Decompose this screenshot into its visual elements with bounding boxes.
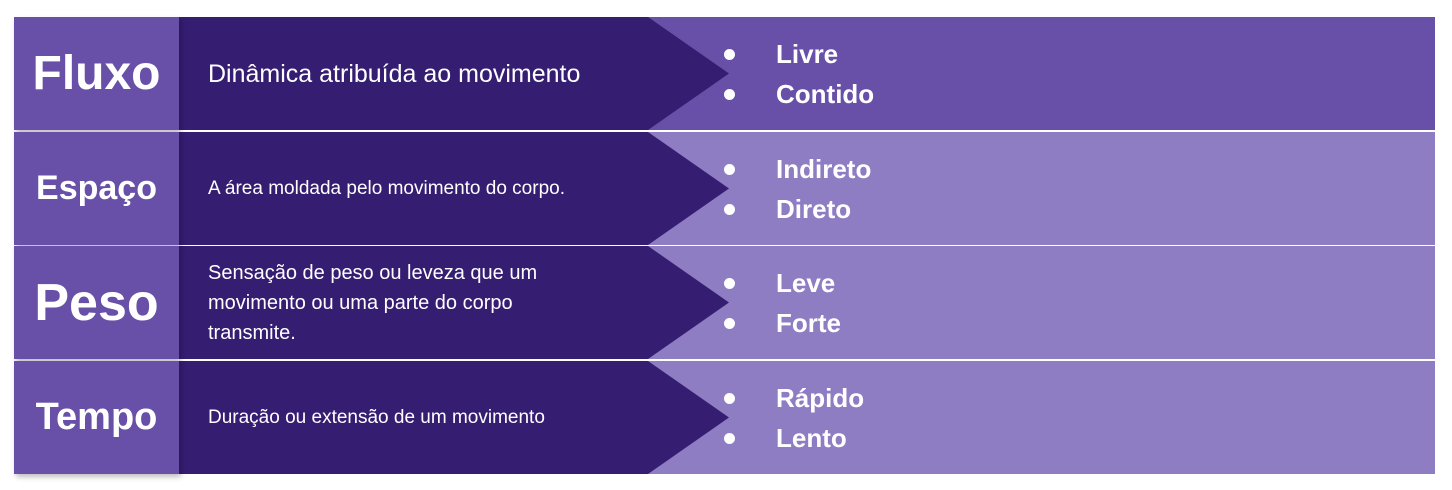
description-chevron <box>179 17 729 130</box>
bullet-icon <box>724 277 735 289</box>
values-panel <box>634 17 1435 130</box>
category-description: Sensação de peso ou leveza que um movime… <box>208 261 538 344</box>
value-list: Rápido Lento <box>719 361 864 474</box>
bullet-icon <box>724 432 735 444</box>
list-item: Leve <box>719 263 841 303</box>
value-list: Leve Forte <box>719 246 841 359</box>
bullet-icon <box>724 163 735 175</box>
row-tempo: Tempo Duração ou extensão de um moviment… <box>14 361 1435 474</box>
list-item: Lento <box>719 418 864 458</box>
category-label-box: Fluxo <box>14 17 179 130</box>
category-label-box: Peso <box>14 246 179 359</box>
category-label: Espaço <box>36 169 157 207</box>
list-item: Livre <box>719 34 874 74</box>
list-item-label: Contido <box>776 78 875 109</box>
category-description: Duração ou extensão de um movimento <box>208 406 545 428</box>
bullet-icon <box>724 48 735 60</box>
category-description: A área moldada pelo movimento do corpo. <box>208 177 565 199</box>
category-label: Peso <box>34 273 159 332</box>
list-item-label: Livre <box>776 38 839 69</box>
list-item-label: Lento <box>776 422 847 453</box>
list-item-label: Direto <box>776 193 852 224</box>
values-panel <box>634 246 1435 359</box>
description-chevron <box>179 246 729 359</box>
list-item: Forte <box>719 303 841 343</box>
list-item-label: Forte <box>776 307 841 338</box>
list-item-label: Indireto <box>776 153 872 184</box>
bullet-icon <box>724 203 735 215</box>
list-item: Contido <box>719 74 874 114</box>
row-espaco: Espaço A área moldada pelo movimento do … <box>14 132 1435 245</box>
value-list: Indireto Direto <box>719 132 871 245</box>
values-panel <box>634 361 1435 474</box>
category-label: Tempo <box>35 396 158 438</box>
bullet-icon <box>724 88 735 100</box>
category-description: Dinâmica atribuída ao movimento <box>208 59 581 88</box>
bullet-icon <box>724 317 735 329</box>
bullet-icon <box>724 392 735 404</box>
description-chevron <box>179 132 729 245</box>
list-item-label: Rápido <box>776 382 865 413</box>
category-label: Fluxo <box>32 47 161 100</box>
value-list: Livre Contido <box>719 17 874 130</box>
category-label-box: Espaço <box>14 132 179 245</box>
description-chevron <box>179 361 729 474</box>
list-item: Direto <box>719 189 871 229</box>
list-item: Rápido <box>719 378 864 418</box>
list-item-label: Leve <box>776 267 836 298</box>
category-label-box: Tempo <box>14 361 179 474</box>
values-panel <box>634 132 1435 245</box>
list-item: Indireto <box>719 149 871 189</box>
row-peso: Peso Sensação de peso ou leveza que um m… <box>14 246 1435 359</box>
row-fluxo: Fluxo Dinâmica atribuída ao movimento Li… <box>14 17 1435 130</box>
